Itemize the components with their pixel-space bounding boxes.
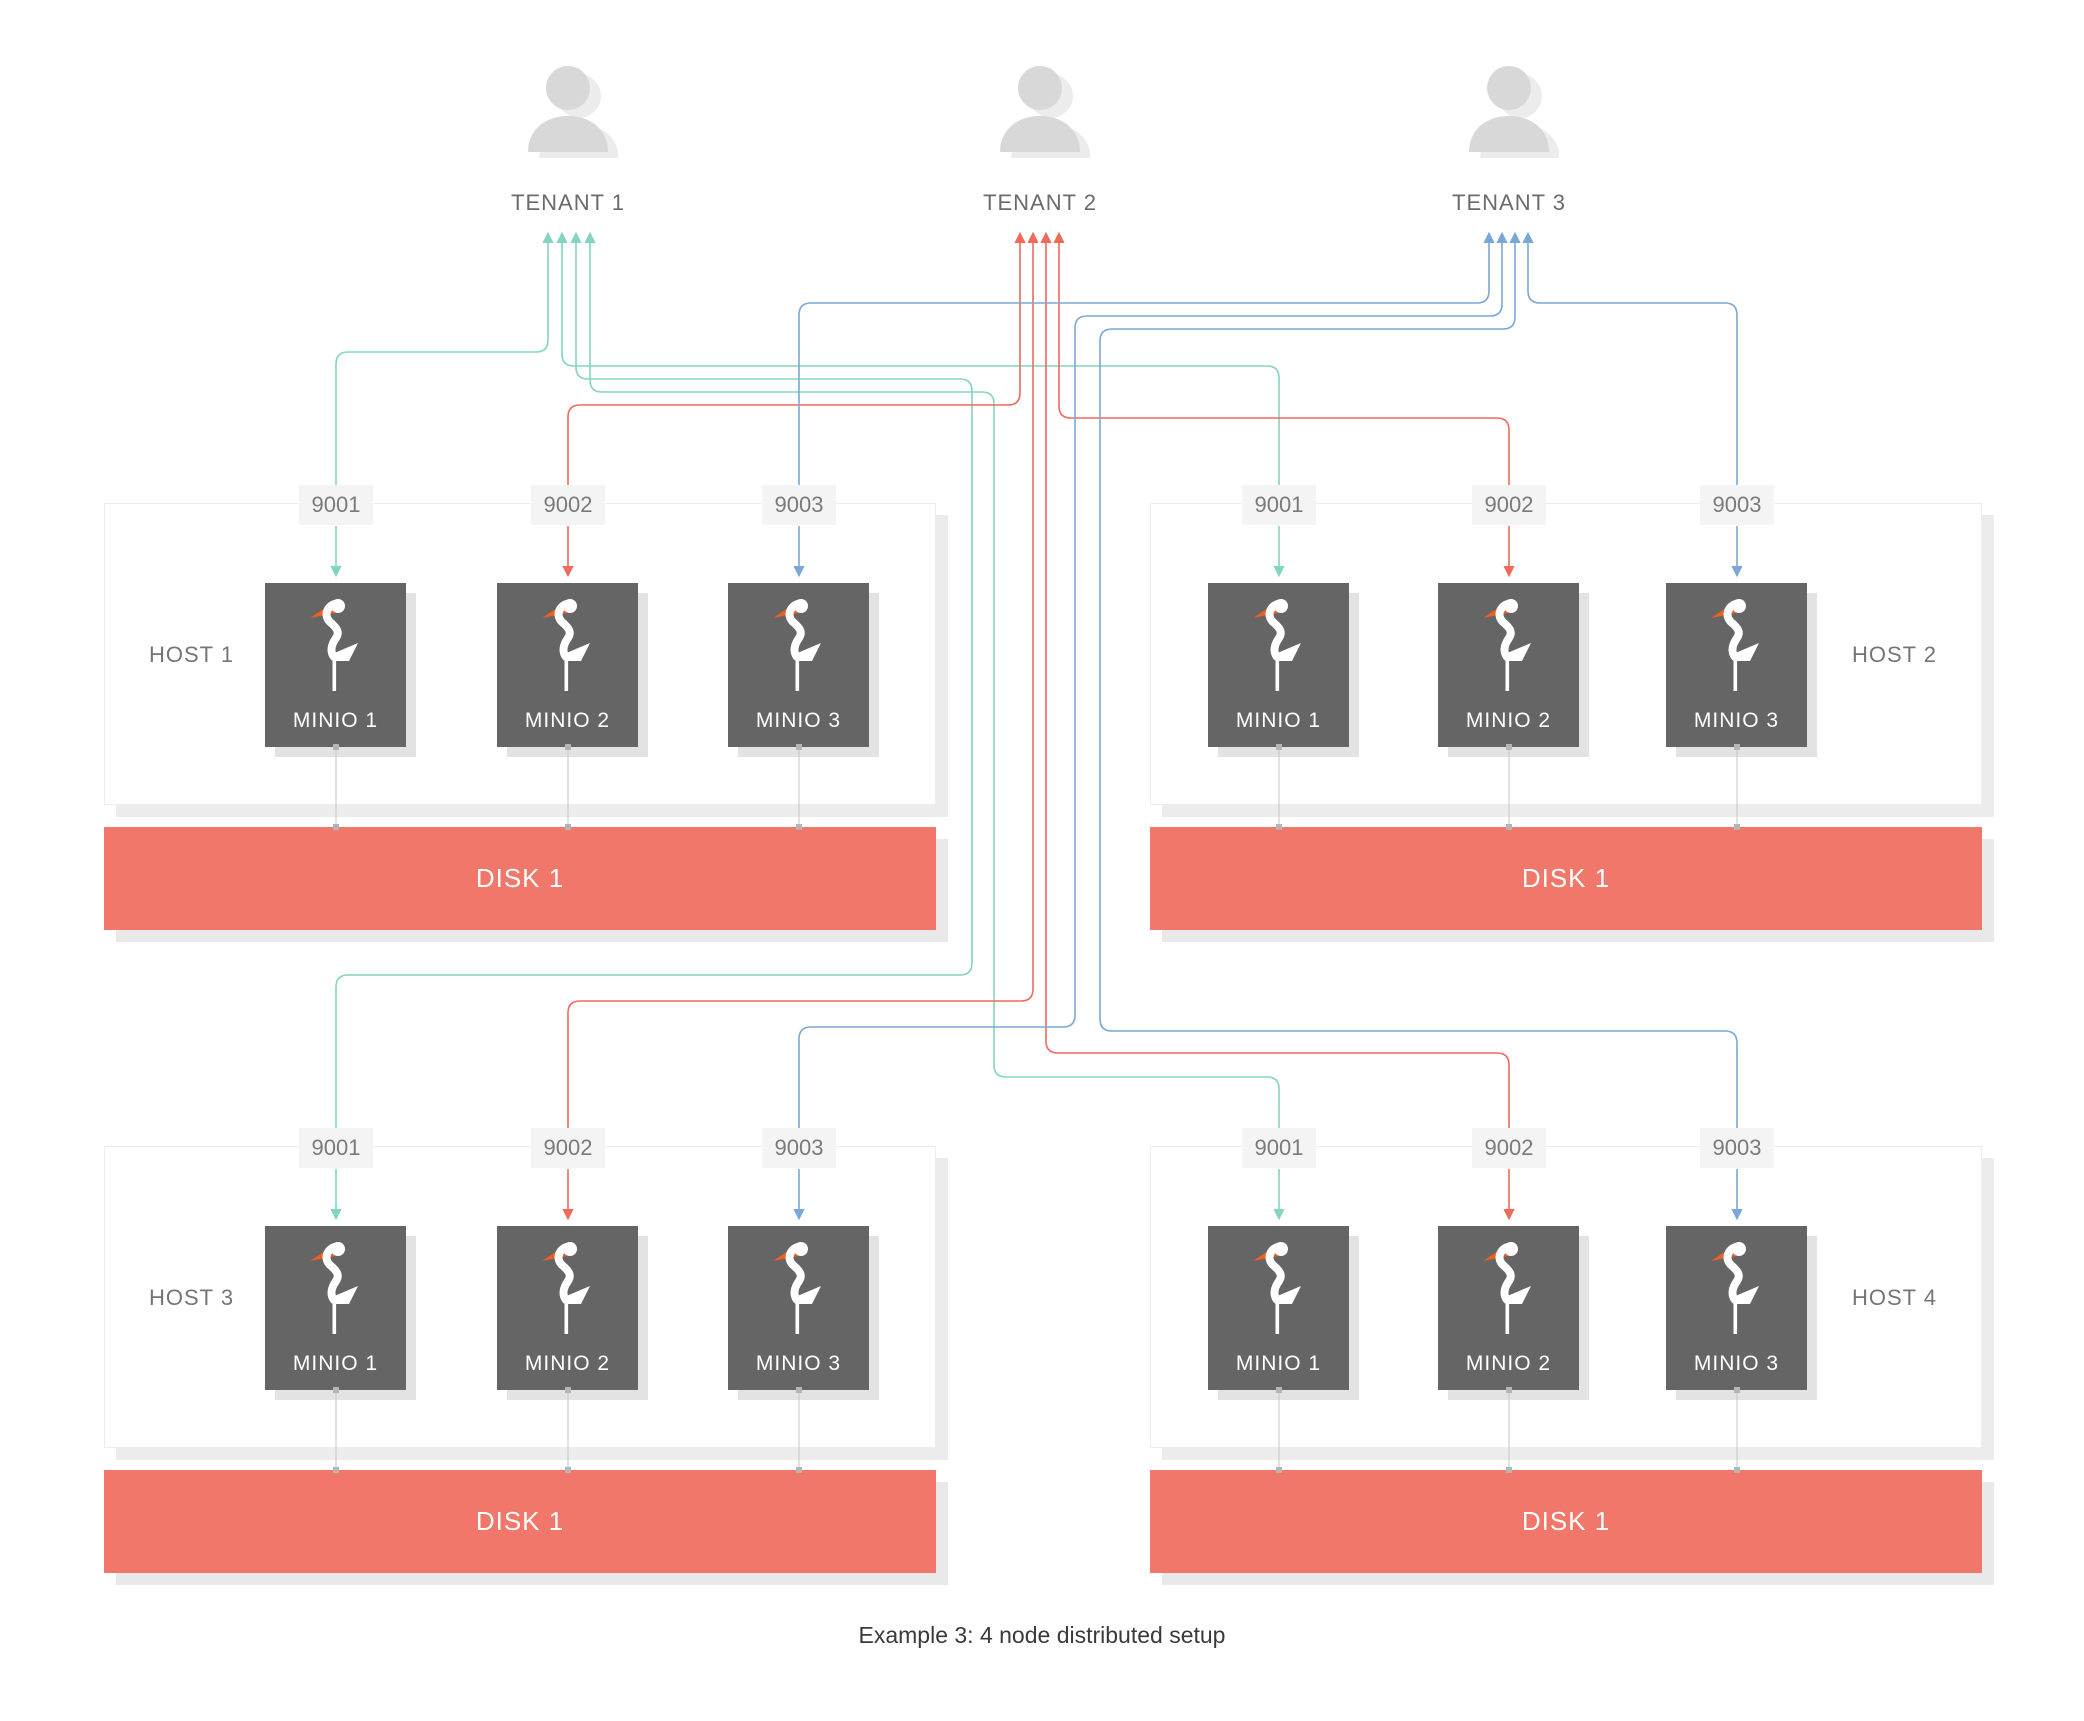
port-label: 9002 (531, 485, 605, 525)
minio-node-label: MINIO 3 (1693, 709, 1780, 732)
person-icon (1000, 66, 1090, 158)
stork-logo-icon (772, 599, 821, 691)
port-label: 9002 (1472, 1128, 1546, 1168)
disk-bar: DISK 1 (1150, 1470, 1982, 1573)
minio-node: MINIO 3 (728, 1226, 869, 1390)
link-tenant1-host1-9001 (335, 231, 554, 485)
disk-label: DISK 1 (1521, 1506, 1611, 1536)
person-icon (1469, 66, 1559, 158)
stork-logo-icon (309, 1242, 358, 1334)
host-2-label: HOST 2 (1851, 642, 1937, 667)
minio-node: MINIO 2 (497, 1226, 638, 1390)
stork-logo-icon (1710, 1242, 1759, 1334)
stork-logo-icon (541, 599, 590, 691)
stork-logo-icon (309, 599, 358, 691)
disk-label: DISK 1 (1521, 863, 1611, 893)
stork-logo-icon (1710, 599, 1759, 691)
stork-logo-icon (1482, 1242, 1531, 1334)
minio-node-label: MINIO 2 (524, 1352, 611, 1375)
tenant-1-label: TENANT 1 (511, 190, 625, 215)
port-label: 9001 (1242, 1128, 1316, 1168)
stork-logo-icon (541, 1242, 590, 1334)
minio-node-label: MINIO 1 (292, 709, 379, 732)
disk-bar: DISK 1 (104, 827, 936, 930)
stork-logo-icon (1482, 599, 1531, 691)
minio-node: MINIO 2 (497, 583, 638, 747)
port-label: 9003 (1700, 485, 1774, 525)
minio-node: MINIO 1 (265, 583, 406, 747)
port-label: 9002 (531, 1128, 605, 1168)
minio-node-label: MINIO 3 (755, 709, 842, 732)
minio-node-label: MINIO 3 (755, 1352, 842, 1375)
minio-node: MINIO 3 (1666, 1226, 1807, 1390)
diagram-caption: Example 3: 4 node distributed setup (858, 1622, 1226, 1648)
tenant-3-label: TENANT 3 (1452, 190, 1566, 215)
minio-node: MINIO 2 (1438, 1226, 1579, 1390)
link-tenant2-host2-9002 (1053, 231, 1510, 485)
person-icon (528, 66, 618, 158)
minio-node: MINIO 2 (1438, 583, 1579, 747)
minio-node: MINIO 1 (265, 1226, 406, 1390)
tenant-2-label: TENANT 2 (983, 190, 1097, 215)
minio-node: MINIO 1 (1208, 1226, 1349, 1390)
port-label: 9001 (1242, 485, 1316, 525)
link-tenant3-host2-9003 (1522, 231, 1738, 485)
port-label: 9003 (762, 1128, 836, 1168)
minio-node-label: MINIO 2 (524, 709, 611, 732)
minio-node-label: MINIO 2 (1465, 1352, 1552, 1375)
port-label: 9003 (1700, 1128, 1774, 1168)
disk-bar: DISK 1 (1150, 827, 1982, 930)
port-label: 9002 (1472, 485, 1546, 525)
host-1-label: HOST 1 (149, 642, 235, 667)
stork-logo-icon (772, 1242, 821, 1334)
port-label: 9001 (299, 485, 373, 525)
stork-logo-icon (1252, 599, 1301, 691)
link-tenant1-host2-9001 (556, 231, 1280, 485)
disk-bar: DISK 1 (104, 1470, 936, 1573)
link-tenant3-host1-9003 (798, 231, 1495, 485)
minio-node: MINIO 3 (728, 583, 869, 747)
minio-node-label: MINIO 1 (292, 1352, 379, 1375)
minio-node-label: MINIO 2 (1465, 709, 1552, 732)
port-label: 9001 (299, 1128, 373, 1168)
minio-node-label: MINIO 3 (1693, 1352, 1780, 1375)
minio-node: MINIO 1 (1208, 583, 1349, 747)
disk-label: DISK 1 (475, 1506, 565, 1536)
disk-label: DISK 1 (475, 863, 565, 893)
minio-node-label: MINIO 1 (1235, 1352, 1322, 1375)
host-3-label: HOST 3 (149, 1285, 235, 1310)
minio-node: MINIO 3 (1666, 583, 1807, 747)
minio-node-label: MINIO 1 (1235, 709, 1322, 732)
link-tenant2-host1-9002 (567, 231, 1026, 485)
port-label: 9003 (762, 485, 836, 525)
host-4-label: HOST 4 (1851, 1285, 1937, 1310)
stork-logo-icon (1252, 1242, 1301, 1334)
